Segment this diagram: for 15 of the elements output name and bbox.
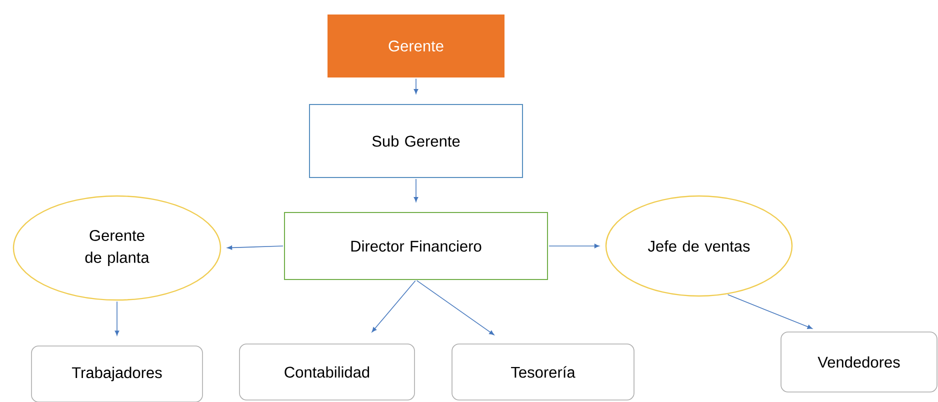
arrow bbox=[414, 78, 418, 94]
rounded-box: Vendedores bbox=[780, 332, 938, 392]
rounded-box: Trabajadores bbox=[31, 346, 203, 402]
arrow bbox=[548, 244, 600, 248]
process-box: Sub Gerente bbox=[309, 104, 523, 178]
arrow bbox=[416, 280, 494, 336]
process-box: Gerente bbox=[328, 14, 504, 78]
rounded-box: Contabilidad bbox=[239, 344, 415, 400]
rounded-box: Tesorería bbox=[452, 344, 634, 400]
arrow bbox=[372, 280, 416, 332]
process-box: Director Financiero bbox=[284, 212, 548, 280]
arrow bbox=[227, 246, 284, 250]
arrow bbox=[114, 301, 120, 336]
arrow bbox=[414, 178, 418, 202]
arrow bbox=[727, 294, 812, 329]
